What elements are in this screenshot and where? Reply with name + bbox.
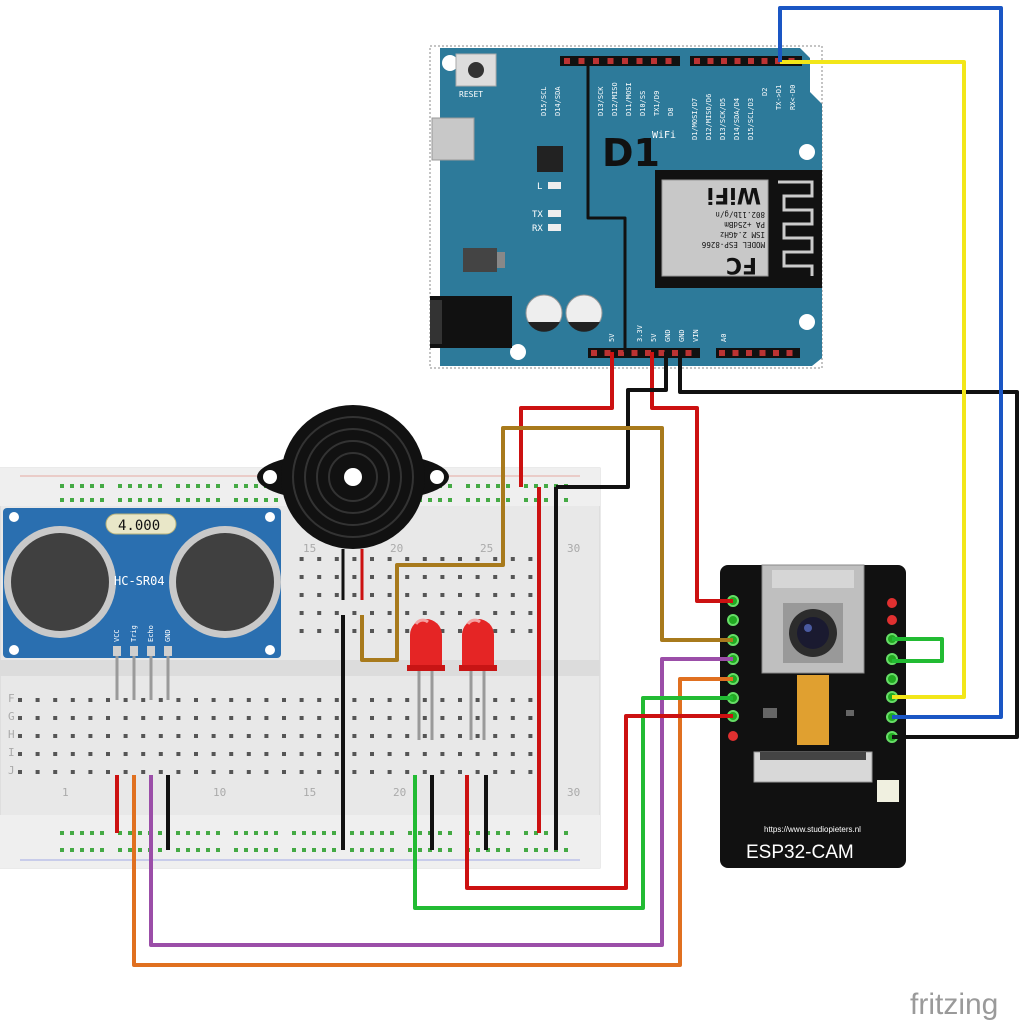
bb-col-label-top: 20 <box>390 542 403 555</box>
wire-gnd-to-esp32 <box>678 352 1019 739</box>
led-l <box>548 182 561 189</box>
pin-label-bottom: GND <box>664 329 672 342</box>
voltage-regulator <box>463 248 497 272</box>
pin-label-bottom: GND <box>678 329 686 342</box>
top-header-left <box>560 56 680 66</box>
bb-col-label-top: 25 <box>480 542 493 555</box>
bb-col-label-bottom: 30 <box>567 786 580 799</box>
pin-label-top: D10/SS <box>639 91 647 116</box>
wire-green-loop <box>892 637 944 663</box>
hc-sr04-sensor: 4.000 HC-SR04 VCC Trig Echo GND <box>3 508 281 700</box>
wire-5v-to-rail <box>519 352 614 487</box>
esp32-url: https://www.studiopieters.nl <box>764 825 861 834</box>
wire-green-led1 <box>413 696 733 910</box>
esp8266-module: FC MODEL ESP-8266 ISM 2.4GHz PA +25dBm 8… <box>655 170 822 288</box>
pin-label-top: TX->D1 <box>775 85 783 110</box>
bb-row-label: J <box>8 764 15 777</box>
led-l-label: L <box>537 182 542 192</box>
wire-gnd-to-rail <box>556 352 668 489</box>
pin-label-top: D8 <box>667 108 675 116</box>
fritzing-watermark: fritzing <box>910 988 998 1021</box>
pin-label-bottom: VIN <box>692 329 700 342</box>
pin-label-top: D11/MOSI <box>625 82 633 116</box>
module-line3: PA +25dBm <box>724 220 765 229</box>
led-tx <box>548 210 561 217</box>
pin-label-top: D14/SDA <box>554 86 562 116</box>
pin-label-top: D15/SCL/D3 <box>747 98 755 140</box>
piezo-buzzer <box>257 405 449 600</box>
led-tx-label: TX <box>532 210 543 220</box>
sensor-pin-gnd: GND <box>164 629 172 642</box>
bb-col-label-bottom: 20 <box>393 786 406 799</box>
bb-row-label: I <box>8 746 15 759</box>
led-rx <box>548 224 561 231</box>
pin-label-top: D15/SCL <box>540 86 548 116</box>
module-line1: MODEL ESP-8266 <box>701 240 765 249</box>
module-line4: 802.11b/g/n <box>715 210 765 219</box>
bb-row-label: H <box>8 728 15 741</box>
wire-purple-echo <box>149 657 733 947</box>
sensor-pin-trig: Trig <box>130 625 138 642</box>
pcb-antenna <box>778 180 814 276</box>
led-red-1 <box>407 618 445 740</box>
esp32-cam-board: https://www.studiopieters.nl ESP32-CAM <box>720 564 906 868</box>
d1-wifi-board: RESET L TX RX D1 WiFi D15/SCL <box>429 45 823 369</box>
crystal-label: 4.000 <box>118 518 160 534</box>
bb-row-label: G <box>8 710 15 723</box>
ic-chip <box>537 146 563 172</box>
reset-button-cap <box>468 62 484 78</box>
wire-yellow-tx <box>780 60 966 699</box>
pin-label-bottom: 5V <box>608 333 616 342</box>
camera-ribbon <box>797 675 829 745</box>
wire-red-led2 <box>465 714 733 890</box>
bb-col-label-bottom: 10 <box>213 786 226 799</box>
module-brand: FC <box>726 252 757 277</box>
crystal <box>105 513 177 535</box>
bb-col-label-top: 30 <box>567 542 580 555</box>
pin-label-top: D12/MISO/D6 <box>705 94 713 140</box>
wire-brown-buzzer <box>360 426 733 662</box>
bb-row-label: F <box>8 692 15 705</box>
flash-led <box>877 780 899 802</box>
usb-port <box>431 117 475 161</box>
sensor-pin-echo: Echo <box>147 625 155 642</box>
sensor-pin-vcc: VCC <box>113 629 121 642</box>
pin-label-top: TX1/D9 <box>653 91 661 116</box>
esp32-name: ESP32-CAM <box>746 842 854 863</box>
pin-label-top: D2 <box>761 88 769 96</box>
led-rx-label: RX <box>532 224 543 234</box>
pin-label-top: D13/SCK <box>597 86 605 116</box>
bottom-header-left <box>588 348 700 358</box>
board-wifi-small: WiFi <box>652 130 676 141</box>
bb-col-label-top: 15 <box>303 542 316 555</box>
pin-label-top: D13/SCK/D5 <box>719 98 727 140</box>
pin-label-bottom: 5V <box>650 333 658 342</box>
pin-label-top: D1/MOSI/D7 <box>691 98 699 140</box>
pin-label-bottom: A0 <box>720 334 728 342</box>
board-title: D1 <box>602 131 660 175</box>
wire-d1-internal <box>586 62 627 352</box>
bottom-header-right <box>716 348 800 358</box>
wires <box>115 6 1019 967</box>
bb-col-label-bottom: 1 <box>62 786 69 799</box>
reset-label: RESET <box>459 90 483 99</box>
power-jack <box>430 296 512 348</box>
module-line2: ISM 2.4GHz <box>720 230 765 239</box>
module-wifi-logo: WiFi <box>707 182 761 207</box>
top-header-right <box>690 56 802 66</box>
bb-col-label-bottom: 15 <box>303 786 316 799</box>
sensor-model: HC-SR04 <box>114 574 165 588</box>
pin-label-top: D12/MISO <box>611 82 619 116</box>
pin-label-bottom: 3.3V <box>636 324 644 342</box>
wire-blue-rx <box>778 6 1003 719</box>
wire-orange-trig <box>132 677 733 967</box>
pin-label-top: D14/SDA/D4 <box>733 98 741 140</box>
led-red-2 <box>459 618 497 740</box>
pin-label-top: RX<-D0 <box>789 85 797 110</box>
